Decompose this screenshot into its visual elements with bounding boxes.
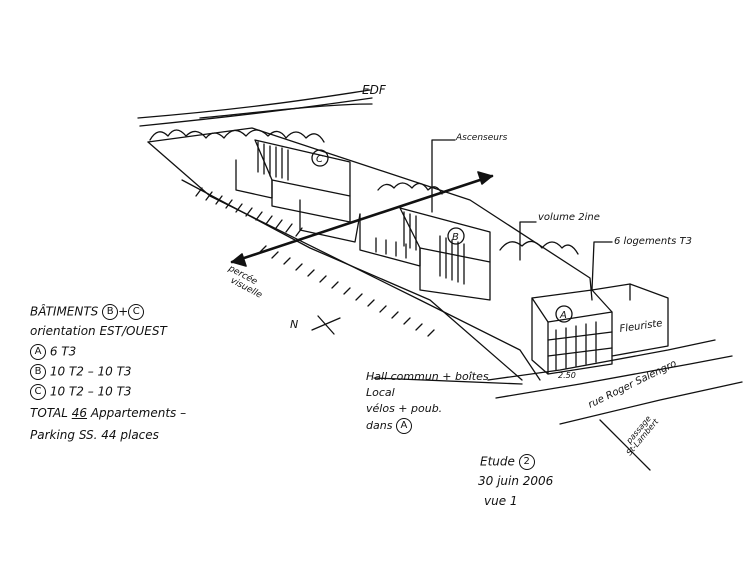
leader-logements xyxy=(591,241,613,291)
line-c-text: 10 T2 – 10 T3 xyxy=(49,384,132,399)
hall-line-2: Local xyxy=(366,386,395,399)
building-b xyxy=(399,207,491,263)
vista-arrow-head xyxy=(231,253,247,267)
street-edge xyxy=(599,419,651,471)
leader-volume xyxy=(519,221,537,261)
badge-c: C xyxy=(128,304,145,320)
street-edge xyxy=(559,381,743,425)
hall-line-1: Hall commun + boîtes xyxy=(366,370,489,383)
hall-badge: A xyxy=(395,418,412,434)
line-b: B 10 T2 – 10 T3 xyxy=(30,364,132,380)
total-text: Appartements – xyxy=(90,406,187,420)
logements-label: 6 logements T3 xyxy=(614,236,692,247)
site-boundary xyxy=(147,127,593,301)
site-boundary xyxy=(181,179,523,381)
building-b-letter: B xyxy=(452,232,459,243)
building-b-badge xyxy=(447,227,465,245)
building-b-hatch xyxy=(403,211,465,285)
street-edge xyxy=(487,339,716,381)
north-label: N xyxy=(290,318,298,331)
leader-hall xyxy=(373,377,523,385)
etude-badge: 2 xyxy=(518,454,535,470)
dimension-label: 2.50 xyxy=(558,371,576,380)
vue-line: vue 1 xyxy=(484,494,518,508)
building-a-badge xyxy=(555,305,573,323)
badge-b: B xyxy=(102,304,119,320)
plus-sign: + xyxy=(118,304,129,319)
building-c xyxy=(254,139,351,197)
line-c: C 10 T2 – 10 T3 xyxy=(30,384,132,400)
parking-strip xyxy=(195,187,303,237)
etude-line: Etude 2 xyxy=(480,454,535,470)
tree-row xyxy=(499,240,579,255)
total-line: TOTAL 46 Appartements – xyxy=(30,406,186,420)
north-arrow xyxy=(311,315,341,335)
vista-arrow xyxy=(230,174,494,264)
parking-line: Parking SS. 44 places xyxy=(30,428,159,442)
edf-line xyxy=(199,103,373,119)
parking-strip xyxy=(259,245,435,337)
building-c-wing xyxy=(299,199,361,243)
building-c-badge xyxy=(311,149,329,167)
vista-arrow-head xyxy=(477,171,493,185)
building-a xyxy=(531,297,549,375)
orientation-note: orientation EST/OUEST xyxy=(30,324,167,338)
hall-line-3: vélos + poub. xyxy=(366,402,443,415)
leader-ascenseurs xyxy=(431,139,456,213)
building-a-letter: A xyxy=(559,310,567,321)
tree-row xyxy=(149,129,325,143)
building-b-windows xyxy=(375,237,407,259)
building-b xyxy=(419,247,491,301)
edf-line xyxy=(137,89,371,119)
badge-b: B xyxy=(30,364,46,380)
building-c xyxy=(271,179,351,223)
building-b xyxy=(359,213,421,267)
ascenseurs-label: Ascenseurs xyxy=(455,133,508,143)
badge-a: A xyxy=(30,344,46,360)
street-edge xyxy=(495,355,733,399)
etude-label: Etude xyxy=(480,454,515,469)
building-a xyxy=(547,311,613,375)
line-b-text: 10 T2 – 10 T3 xyxy=(49,364,132,379)
building-c-hatch xyxy=(257,141,289,181)
fleuriste-label: Fleuriste xyxy=(619,318,663,335)
total-label: TOTAL xyxy=(30,406,68,420)
edf-label: EDF xyxy=(362,83,387,97)
building-c-letter: C xyxy=(316,154,323,165)
hall-line-4: dans A xyxy=(366,418,412,434)
batiments-note: BÂTIMENTS B+C xyxy=(30,304,145,320)
hall-dans: dans xyxy=(366,419,393,432)
site-boundary xyxy=(147,141,541,381)
batiments-title: BÂTIMENTS xyxy=(30,304,99,319)
total-number: 46 xyxy=(71,406,88,420)
volume-label: volume 2ine xyxy=(538,212,600,223)
badge-c: C xyxy=(30,384,46,400)
fleuriste-building xyxy=(591,283,669,357)
line-a: A 6 T3 xyxy=(30,344,76,360)
building-a-grid xyxy=(547,321,613,371)
date-line: 30 juin 2006 xyxy=(478,474,554,488)
line-a-text: 6 T3 xyxy=(49,344,77,359)
